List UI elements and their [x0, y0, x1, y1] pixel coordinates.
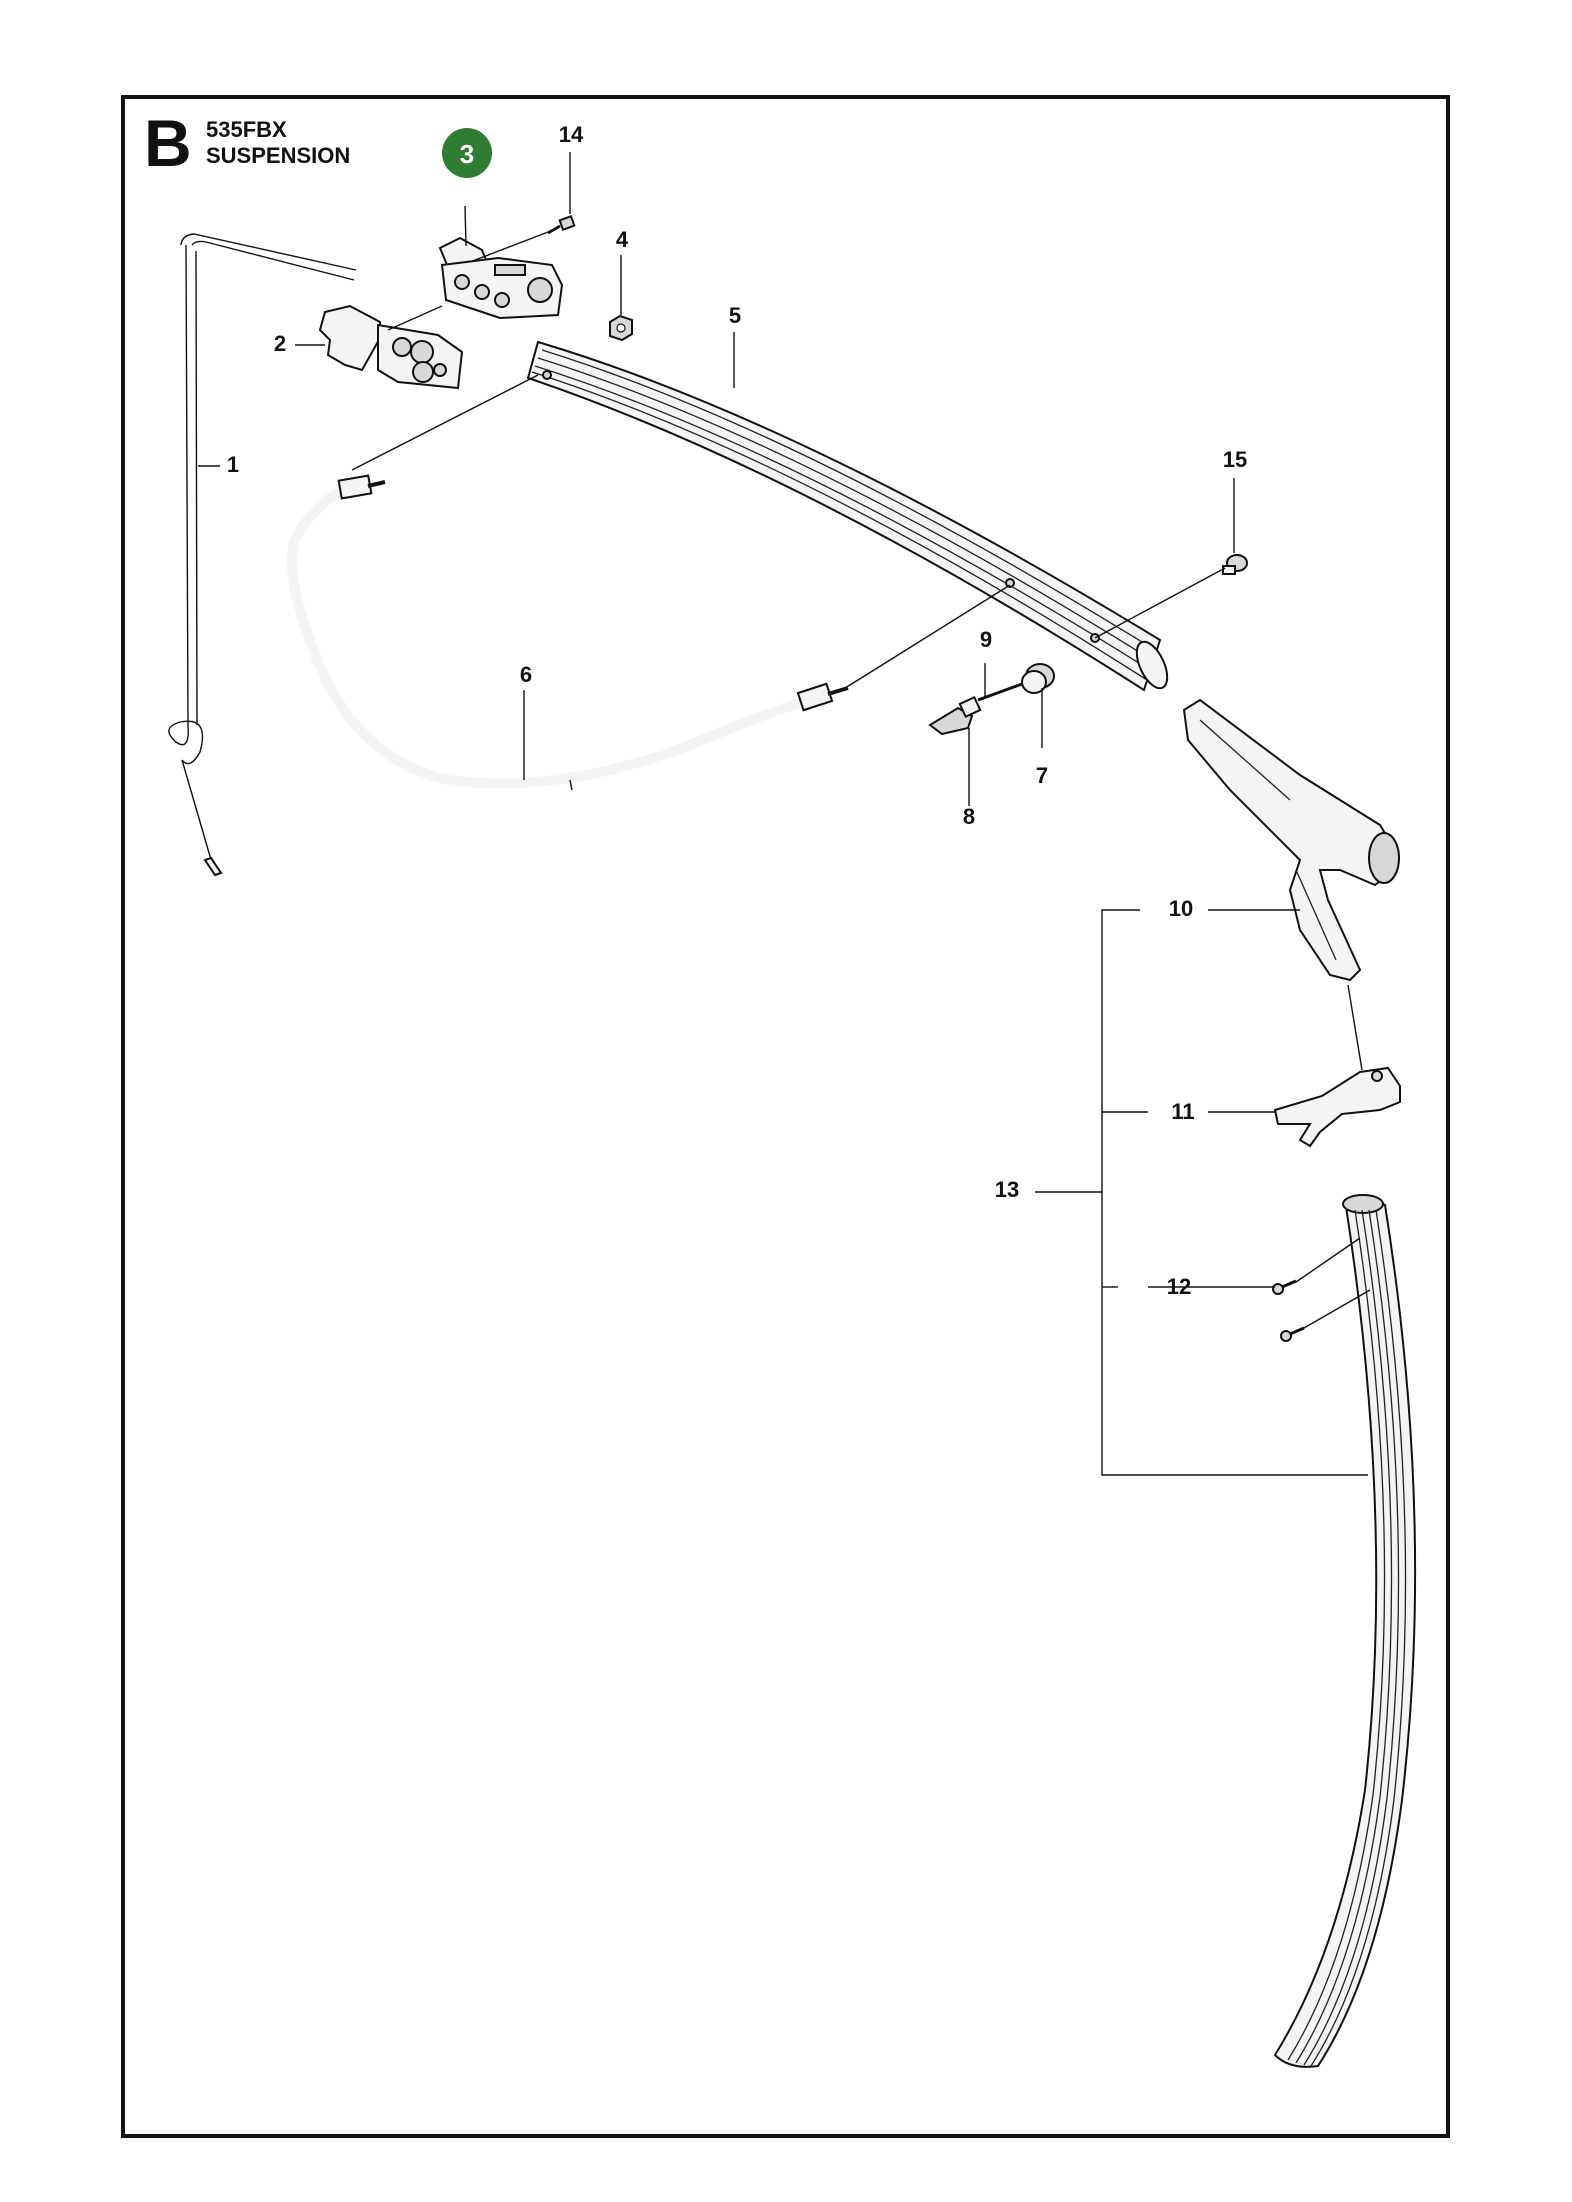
- callout-4: 4: [616, 227, 629, 252]
- part-10-t-handle: [1182, 698, 1400, 982]
- part-1-wire-hook: [168, 233, 357, 877]
- callout-14: 14: [559, 122, 584, 147]
- section-letter: B: [144, 106, 192, 180]
- callout-9: 9: [980, 627, 992, 652]
- callout-10: 10: [1169, 896, 1193, 921]
- callout-1: 1: [227, 452, 239, 477]
- part-13-curved-tube: [1273, 1194, 1417, 2068]
- part-12-screws: [1272, 1279, 1305, 1342]
- part-3-clip: [438, 236, 564, 320]
- diagram-title: SUSPENSION: [206, 143, 351, 168]
- callout-3: 3: [460, 139, 474, 169]
- part-15-bolt: [1222, 554, 1248, 575]
- leader-lines: [198, 152, 1371, 1476]
- callout-6: 6: [520, 662, 532, 687]
- badge-circle: [442, 128, 492, 178]
- callout-3-badge: 3: [442, 128, 492, 178]
- model-number: 535FBX: [206, 117, 287, 142]
- part-7-knob: [1021, 663, 1055, 694]
- diagram-frame: [121, 95, 1450, 2138]
- callout-labels: 1 2 4 5 6 7 8 9 10 11 12 13 14 15: [227, 122, 1247, 1299]
- callout-15: 15: [1223, 447, 1247, 472]
- part-6-loop-handle: [287, 474, 849, 791]
- callout-12: 12: [1167, 1274, 1191, 1299]
- part-11-holder: [1273, 1066, 1401, 1148]
- callout-7: 7: [1036, 763, 1048, 788]
- part-4-nut: [609, 314, 633, 342]
- callout-8: 8: [963, 804, 975, 829]
- part-2-bracket: [318, 304, 464, 390]
- part-14-screw: [547, 214, 576, 235]
- part-5-curved-arm: [526, 340, 1169, 692]
- callout-2: 2: [274, 331, 286, 356]
- part-8-lever: [928, 695, 982, 736]
- callout-5: 5: [729, 303, 741, 328]
- callout-13: 13: [995, 1177, 1019, 1202]
- callout-11: 11: [1171, 1099, 1194, 1124]
